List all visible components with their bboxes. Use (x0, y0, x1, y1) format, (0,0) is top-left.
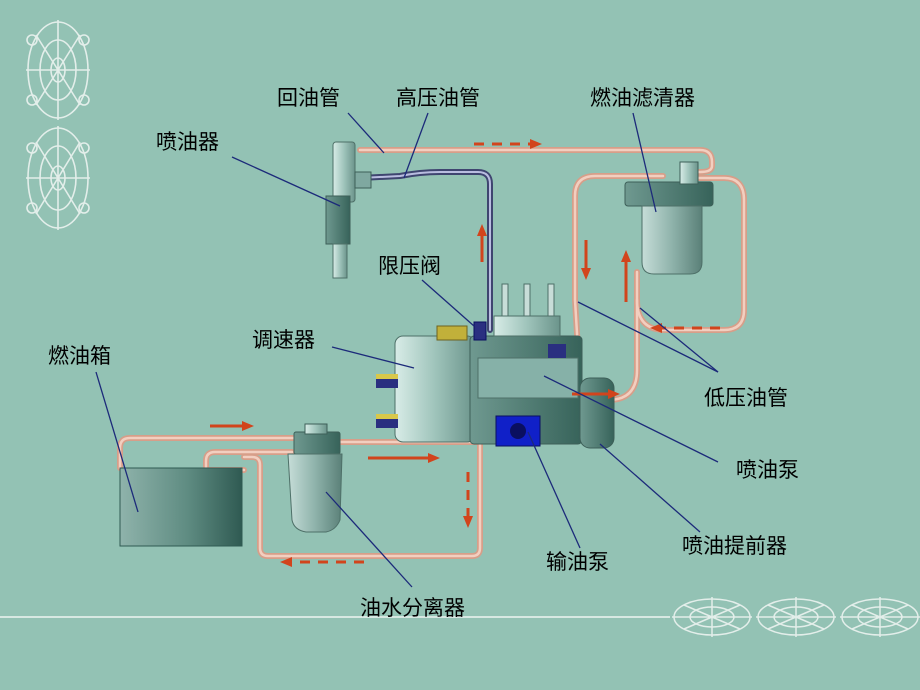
water-separator (287, 423, 343, 533)
label-injection-pump: 喷油泵 (736, 458, 799, 482)
arrow-filter-up (621, 250, 631, 302)
label-pressure-limit-valve: 限压阀 (378, 254, 441, 278)
label-injector: 喷油器 (156, 130, 219, 154)
arrow-separator-out (368, 453, 440, 463)
arrow-to-pump (572, 389, 620, 399)
fuel-tank (119, 467, 243, 547)
injection-pump-assembly (376, 283, 615, 449)
pipe-network (117, 147, 747, 559)
label-feed-pump: 输油泵 (546, 550, 609, 574)
label-governor: 调速器 (252, 328, 315, 352)
injector (325, 141, 372, 279)
arrow-right-loop-left (650, 323, 720, 333)
arrow-bottom-return (280, 557, 364, 567)
arrow-top-return (474, 139, 542, 149)
flow-arrows (210, 139, 720, 567)
arrow-hp-up (477, 224, 487, 262)
label-return-pipe: 回油管 (277, 86, 340, 110)
label-injection-advancer: 喷油提前器 (682, 534, 787, 558)
ornament-bottom (672, 597, 920, 637)
leader-lines (95, 112, 719, 588)
label-fuel-tank: 燃油箱 (48, 344, 111, 368)
arrow-tank-out (210, 421, 254, 431)
arrow-filter-down (581, 240, 591, 280)
label-fuel-filter: 燃油滤清器 (590, 86, 695, 110)
label-water-separator: 油水分离器 (360, 596, 465, 620)
label-low-pressure-pipe: 低压油管 (704, 386, 788, 410)
label-high-pressure-pipe: 高压油管 (396, 86, 480, 110)
arrow-return-down (463, 472, 473, 528)
fuel-filter (624, 161, 714, 275)
ornament-left (26, 20, 90, 230)
